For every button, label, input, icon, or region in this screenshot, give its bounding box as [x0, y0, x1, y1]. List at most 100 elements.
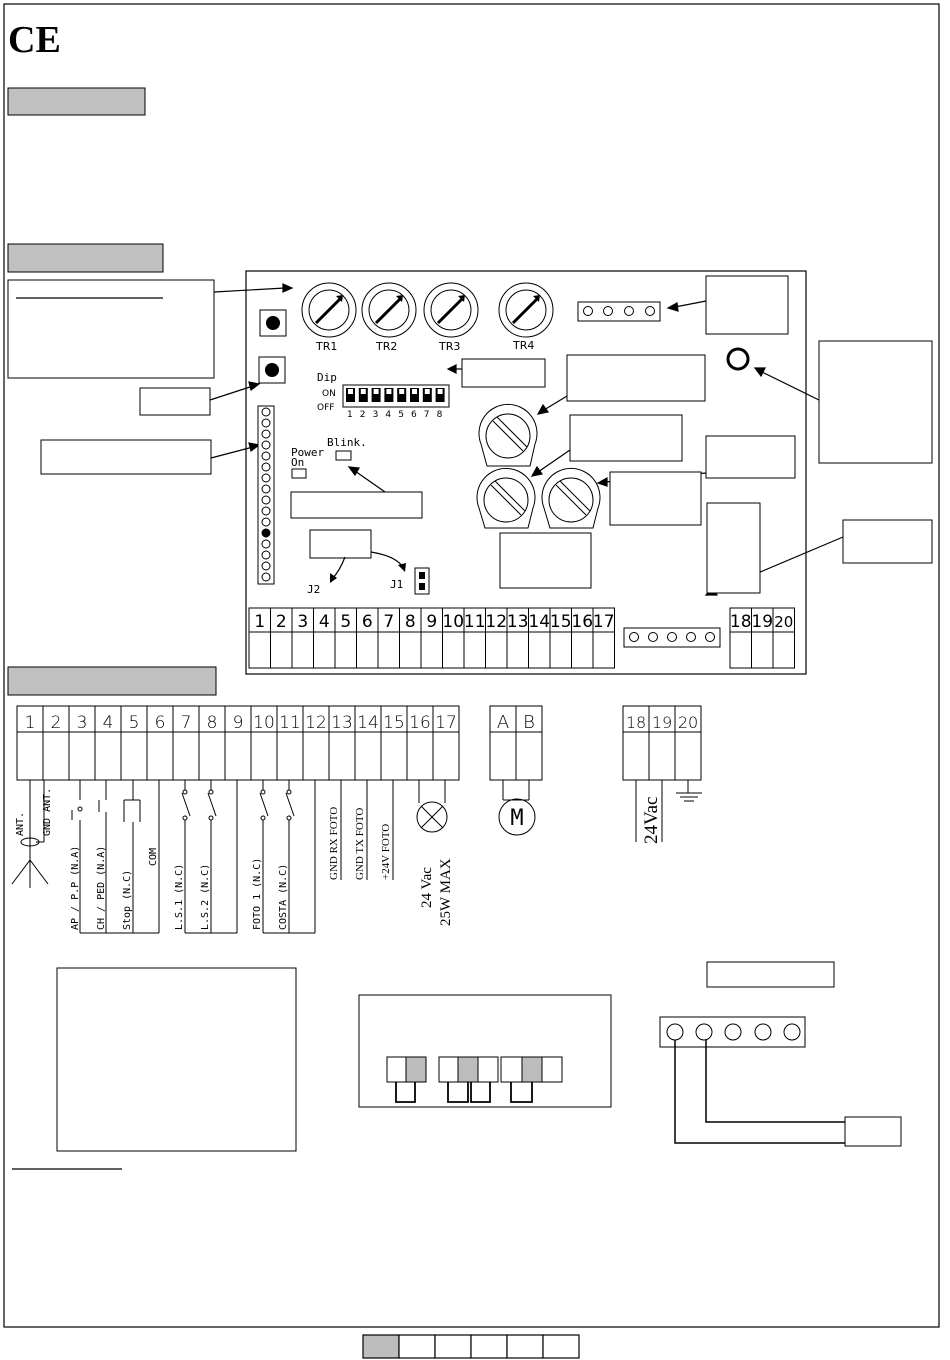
callout-box [7, 279, 215, 379]
wire-label-costa: COSTA (N.C) [278, 864, 289, 930]
motor-symbol [498, 780, 536, 836]
board-terminal-number: 5 [340, 612, 351, 632]
header-pin [261, 407, 271, 417]
input-wiring-foto-costa [259, 780, 316, 934]
wiring-terminal-number: 20 [678, 713, 698, 732]
connector-5pin [623, 627, 721, 648]
dip-switch [346, 388, 355, 402]
wiring-terminal-number: 12 [305, 713, 327, 733]
dip-title: Dip [317, 371, 337, 384]
section-bar-2 [7, 243, 164, 273]
header-pin [261, 561, 271, 571]
callout-box [566, 354, 706, 402]
page-box [470, 1334, 508, 1359]
wiring-terminal-number: 13 [331, 713, 353, 733]
dip-switch-knob [437, 389, 443, 394]
component-box [609, 471, 702, 526]
trimmer-label: TR3 [438, 340, 460, 353]
wiring-terminal-number: 10 [253, 713, 275, 733]
board-terminal-number: 16 [571, 612, 593, 632]
dip-switch-knob [386, 389, 392, 394]
board-terminal-number: 12 [485, 612, 507, 632]
board-terminal-number: 11 [464, 612, 486, 632]
page-box-current [362, 1334, 400, 1359]
arrow-j1 [370, 551, 403, 567]
header-pin [261, 528, 271, 538]
page-box [542, 1334, 580, 1359]
supply-wiring [635, 780, 702, 842]
wire-label-foto1: FOTO 1 (N.C) [252, 858, 263, 930]
dip-switch [435, 388, 445, 402]
blink-led [335, 450, 352, 461]
wiring-terminal-number: 7 [181, 713, 192, 733]
wire-label-ch: CH / PED (N.A) [96, 846, 107, 930]
trimmer-tr1 [301, 282, 357, 338]
trimmer-label: TR4 [512, 339, 534, 352]
dip-switch [358, 388, 368, 402]
dip-number: 1 [347, 410, 353, 420]
wiring-terminal-number: 11 [279, 713, 301, 733]
header-pin [261, 484, 271, 494]
dip-switch [384, 388, 394, 402]
wiring-terminal-number: 1 [25, 713, 36, 733]
supply-voltage: 24Vac [641, 797, 662, 844]
dip-switch-knob [399, 389, 405, 394]
page-index [362, 1334, 580, 1359]
input-wiring-ap-ch-stop [71, 780, 160, 934]
board-terminal-number: 3 [297, 612, 308, 632]
wire-label-stop: Stop (N.C) [122, 870, 133, 930]
header-pin [261, 495, 271, 505]
dip-number: 3 [373, 410, 379, 420]
dip-number: 4 [385, 410, 391, 420]
control-board [245, 270, 807, 675]
power-terminal-block: 18 19 20 [622, 705, 702, 781]
dip-switch-knob [348, 389, 353, 394]
wiring-terminal-number: 4 [103, 713, 114, 733]
board-terminal-number: 9 [426, 612, 437, 632]
wiring-terminal-number: 14 [357, 713, 379, 733]
wiring-terminal-number: 5 [129, 713, 140, 733]
header-pin [261, 506, 271, 516]
board-terminal-number: 14 [528, 612, 550, 632]
trimmer-tr3 [423, 282, 479, 338]
dip-frame [342, 384, 450, 408]
wire-label-gnd-tx: GND TX FOTO [354, 808, 366, 880]
board-terminal-number: 2 [276, 612, 287, 632]
wiring-terminal-number: 19 [652, 713, 672, 732]
board-terminal-number: 10 [442, 612, 464, 632]
board-terminal-number: 1 [254, 612, 265, 632]
ring-connector [726, 347, 750, 371]
callout-box [461, 358, 546, 388]
board-terminal-number: 4 [319, 612, 330, 632]
connector-detail [659, 1016, 902, 1147]
push-button-1 [259, 309, 287, 337]
wire-label-ant: ANT. [15, 812, 26, 836]
dip-switch-knob [373, 389, 379, 394]
dip-off-label: OFF [317, 403, 334, 413]
dip-on-label: ON [322, 389, 336, 399]
wiring-terminal-number: 17 [435, 713, 457, 733]
lamp-voltage: 24 Vac [419, 867, 435, 908]
page-box [506, 1334, 544, 1359]
wiring-terminal-number: B [523, 712, 535, 733]
ce-mark: CE [8, 19, 61, 61]
push-button-2 [258, 356, 286, 384]
motor-letter: M [510, 806, 523, 831]
dip-number: 5 [398, 410, 404, 420]
wiring-terminal-number: 18 [626, 713, 646, 732]
board-terminal-number: 19 [751, 612, 773, 632]
dip-switch [397, 388, 407, 402]
dip-switch [410, 388, 419, 402]
dip-number: 8 [437, 410, 443, 420]
jumper-settings-box [358, 994, 612, 1108]
wire-label-ap: AP / P.P (N.A) [70, 846, 81, 930]
dip-switch-knob [424, 389, 430, 394]
header-pin [261, 440, 271, 450]
fuse-holder-3 [541, 467, 601, 529]
pin-header [257, 405, 275, 585]
arrow-j2-head [330, 573, 337, 583]
board-terminal-number: 13 [507, 612, 529, 632]
